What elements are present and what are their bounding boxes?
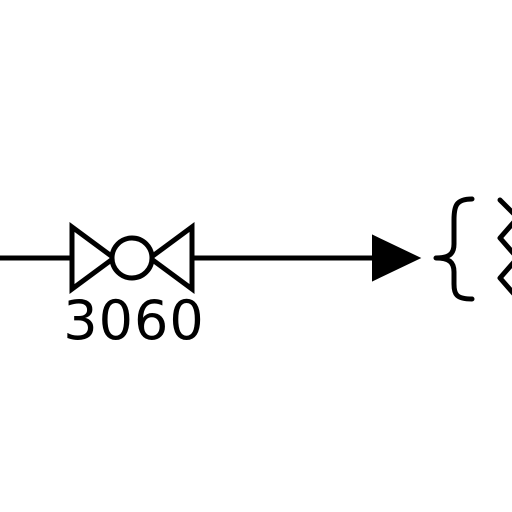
connector-middle-chevron-icon [497, 220, 512, 256]
left-brace-icon [433, 196, 475, 302]
valve-actuator-circle-icon [109, 235, 155, 281]
valve-tag-label: 3060 [63, 289, 204, 352]
connector-lower-chevron-icon [497, 260, 512, 296]
flow-arrowhead-icon [372, 234, 422, 282]
valve-left-triangle-icon [69, 222, 119, 294]
